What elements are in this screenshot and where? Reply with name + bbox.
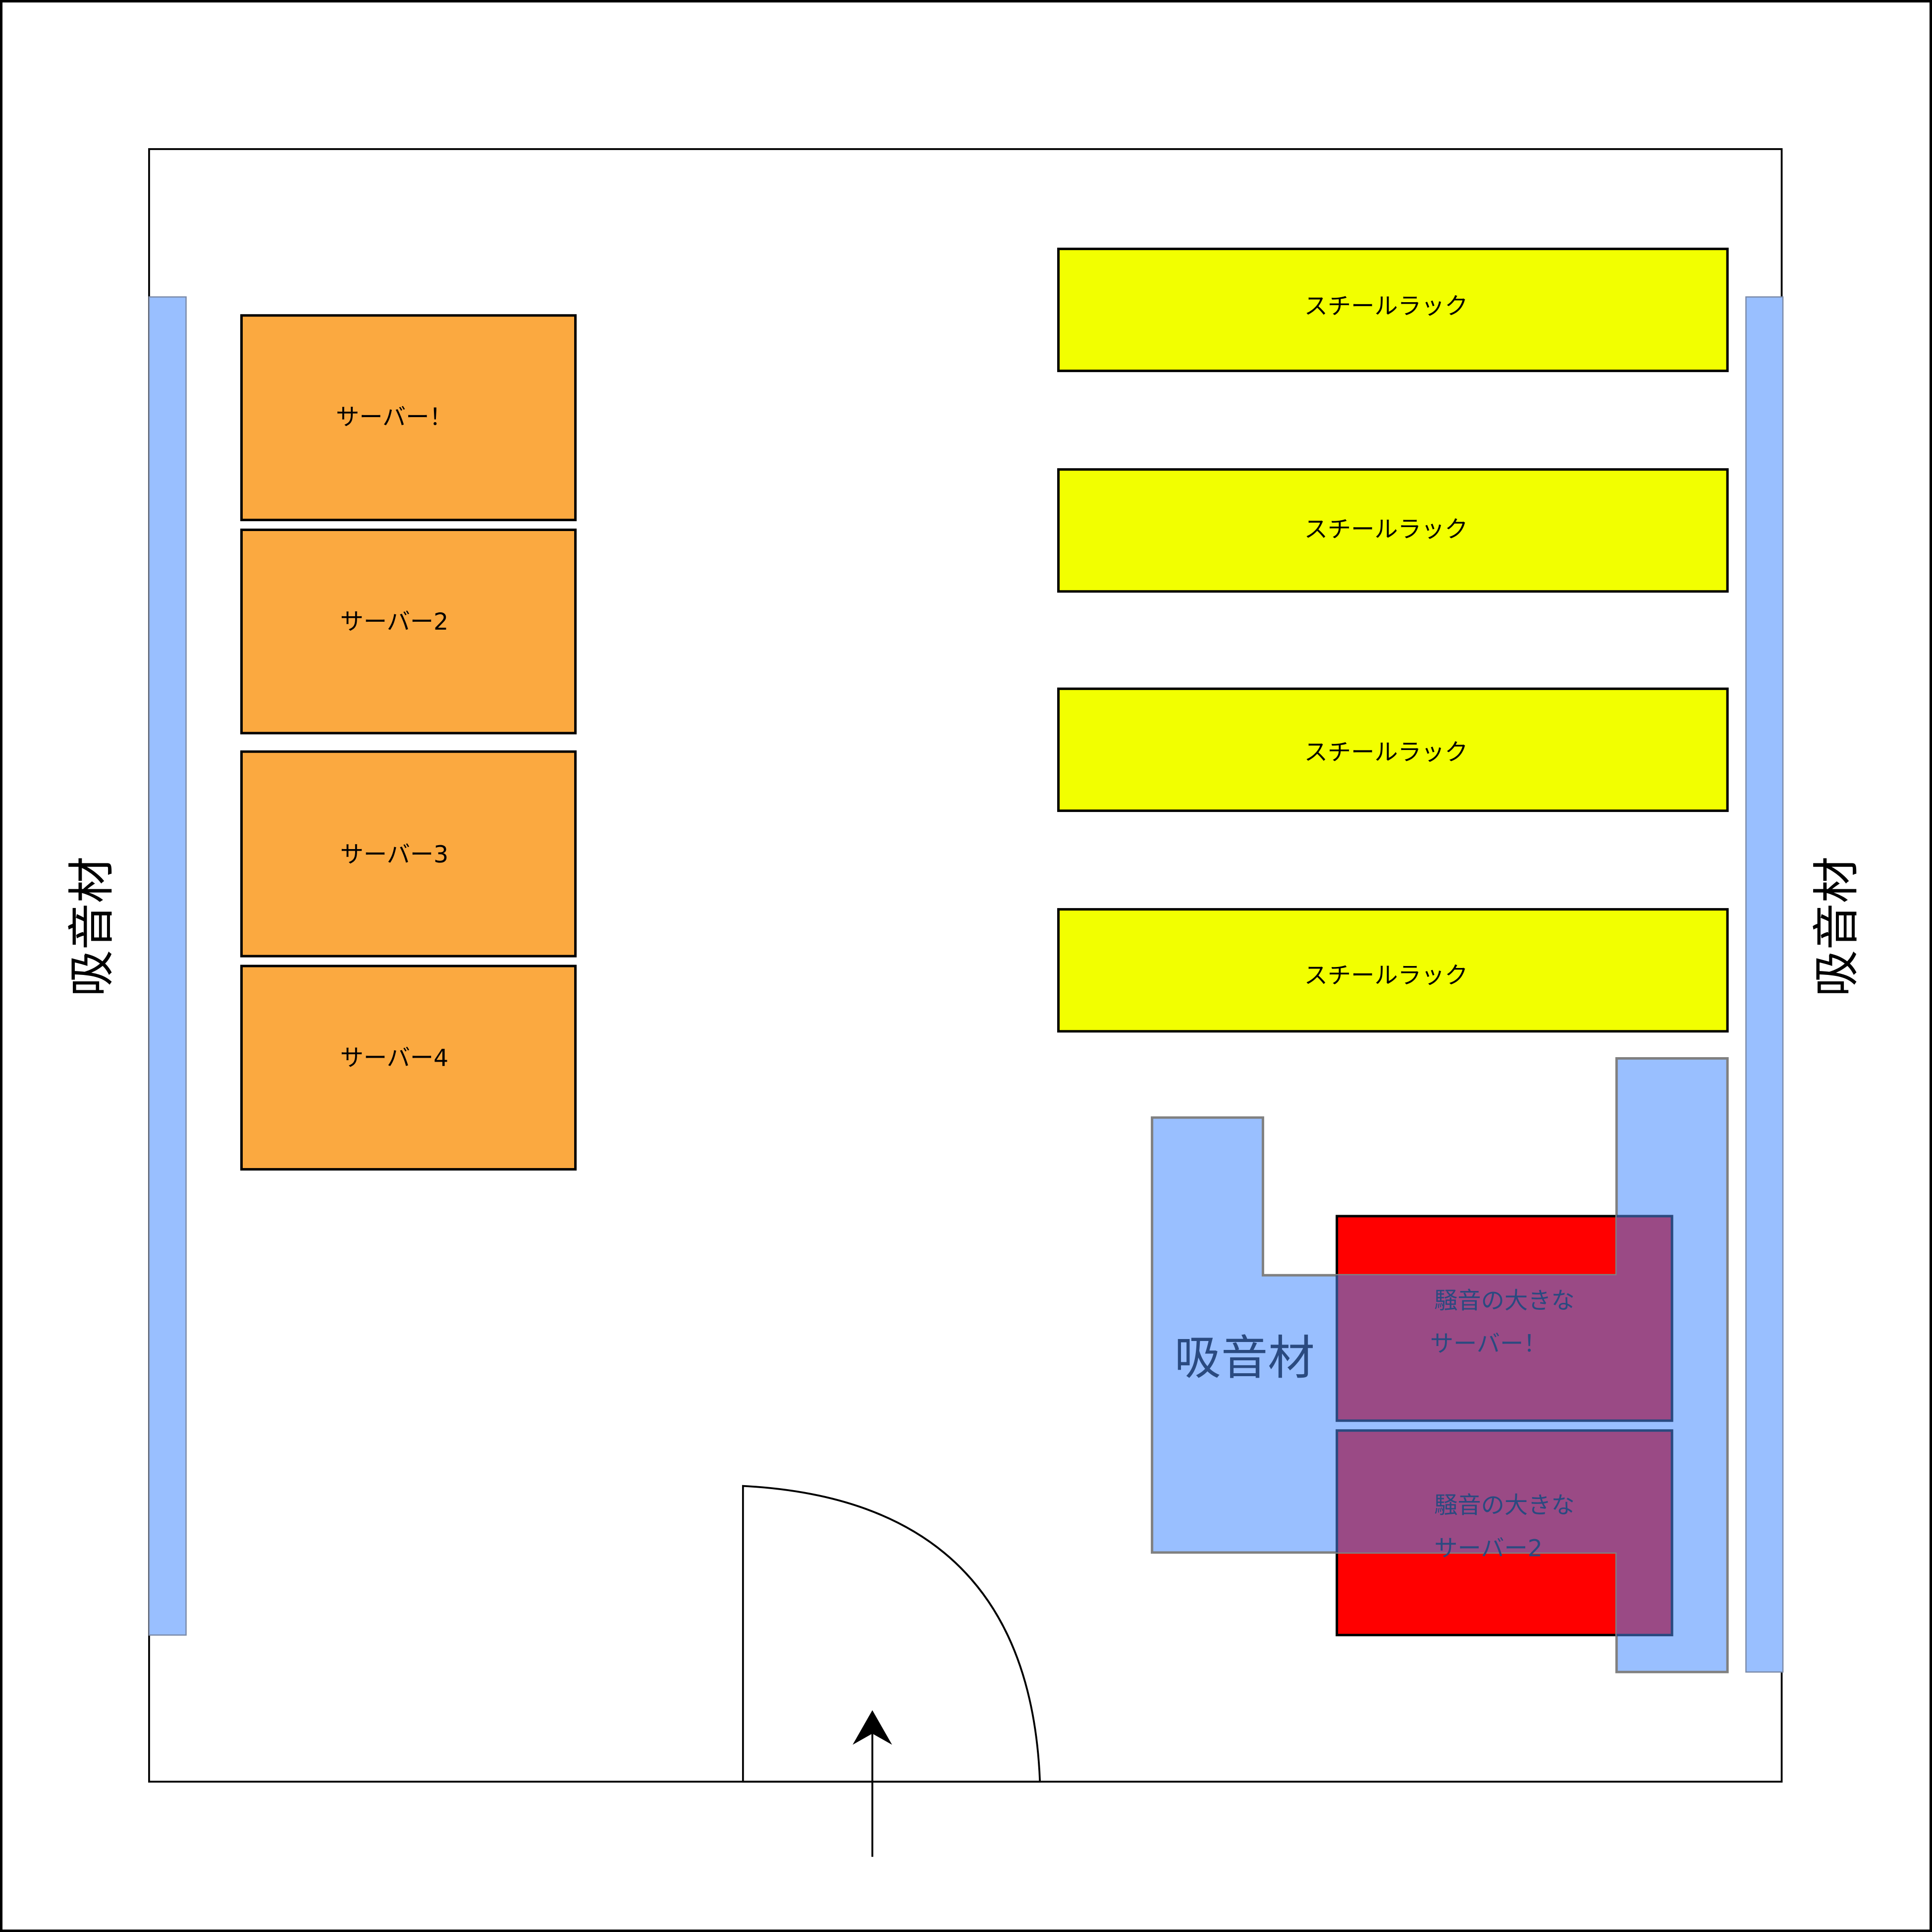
server-1[interactable]: サーバー！ xyxy=(240,314,577,522)
rack-label: スチールラック xyxy=(1304,739,1468,766)
rack-label: スチールラック xyxy=(1304,962,1468,989)
server-4[interactable]: サーバー4 xyxy=(240,965,577,1171)
absorber-left-label: 吸音材 xyxy=(64,857,119,997)
server-label: サーバー！ xyxy=(336,404,453,431)
absorber-right-wall xyxy=(1745,296,1784,1673)
steel-rack-1[interactable]: スチールラック xyxy=(1057,247,1729,373)
server-label: サーバー2 xyxy=(340,608,449,636)
server-3[interactable]: サーバー3 xyxy=(240,750,577,958)
entry-arrow-icon xyxy=(853,1710,892,1857)
noisy-server-2-label-line1: 騒音の大きな xyxy=(1434,1492,1575,1519)
absorber-left-wall xyxy=(148,296,187,1636)
door-swing-icon[interactable] xyxy=(742,1485,1041,1783)
noisy-server-1-label-line1: 騒音の大きな xyxy=(1434,1287,1575,1314)
server-2[interactable]: サーバー2 xyxy=(240,529,577,735)
steel-rack-3[interactable]: スチールラック xyxy=(1057,687,1729,812)
steel-rack-4[interactable]: スチールラック xyxy=(1057,908,1729,1033)
server-label: サーバー4 xyxy=(340,1044,449,1072)
noisy-server-2-label-line2: サーバー2 xyxy=(1434,1535,1543,1562)
steel-rack-2[interactable]: スチールラック xyxy=(1057,468,1729,593)
absorber-right-label: 吸音材 xyxy=(1809,857,1864,997)
noisy-server-1-label-line2: サーバー！ xyxy=(1430,1331,1547,1358)
rack-label: スチールラック xyxy=(1304,516,1468,543)
server-label: サーバー3 xyxy=(340,841,449,868)
absorber-center-label: 吸音材 xyxy=(1174,1331,1315,1385)
rack-label: スチールラック xyxy=(1304,293,1468,320)
